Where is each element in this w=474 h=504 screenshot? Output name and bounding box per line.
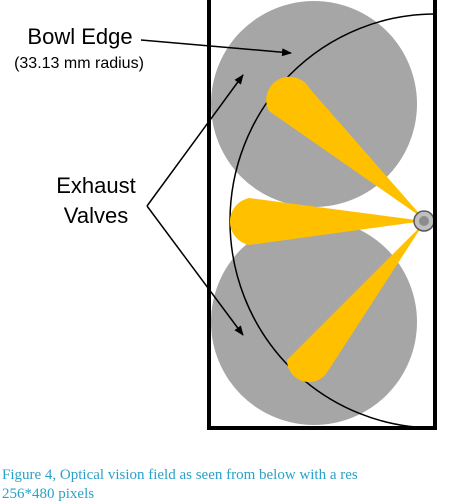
exhaust-valve-arrow-bottom xyxy=(146,205,244,336)
injector-inner xyxy=(419,216,429,226)
figure-caption-line2: 256*480 pixels xyxy=(2,486,95,502)
exhaust-valves-label-line2: Valves xyxy=(64,203,128,228)
bowl-edge-label: Bowl Edge xyxy=(27,24,132,49)
optical-window-frame xyxy=(207,0,437,430)
spray-plume-bottom xyxy=(286,223,424,383)
figure-caption: Figure 4, Optical vision field as seen f… xyxy=(2,466,474,504)
bowl-edge-radius-label: (33.13 mm radius) xyxy=(14,55,144,72)
exhaust-valves-label-line1: Exhaust xyxy=(56,173,136,198)
bowl-edge-arrow xyxy=(140,39,292,57)
exhaust-valve-arrow-top xyxy=(146,74,244,207)
figure-caption-line1: Figure 4, Optical vision field as seen f… xyxy=(2,467,358,483)
spray-plume-middle xyxy=(229,198,424,245)
exhaust-valve-bottom xyxy=(211,219,417,425)
spray-plume-top xyxy=(266,76,424,219)
